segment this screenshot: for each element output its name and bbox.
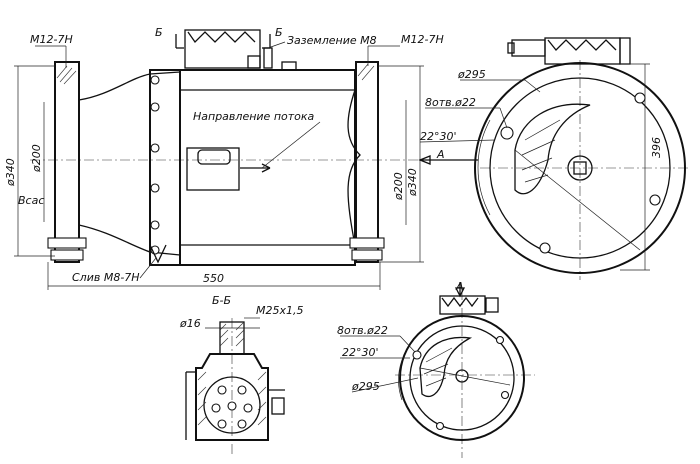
label-holes-bottom: 8отв.ø22 — [337, 324, 388, 337]
right-thread-hatch — [357, 63, 375, 81]
label-thread-left: M12-7H — [30, 33, 73, 46]
impeller — [514, 103, 591, 195]
label-angle-top: 22°30' — [420, 130, 457, 143]
nameplate-frame — [186, 147, 240, 191]
label-dia-200-left: ø200 — [30, 144, 43, 173]
label-flow-direction: Направление потока — [193, 110, 315, 123]
label-angle-bottom: 22°30' — [342, 346, 379, 359]
body-right-contour — [347, 89, 361, 246]
end-view-outer-circle — [474, 62, 686, 274]
center-flange-bolts — [150, 75, 160, 255]
right-flange-bolt — [349, 237, 385, 249]
center-flange — [149, 69, 181, 266]
label-suction: Всас — [18, 194, 44, 207]
label-section-mark-left: Б — [155, 26, 163, 39]
label-thread-right: M12-7H — [401, 33, 444, 46]
label-drain: Слив M8-7H — [72, 271, 140, 284]
view-a-shaft-hub — [455, 369, 469, 383]
label-grounding: Заземление M8 — [287, 34, 377, 47]
view-a-impeller — [419, 336, 473, 398]
right-flange-bolt — [351, 249, 383, 261]
end-view-top: ø295 8отв.ø22 22°30' 396 — [419, 37, 690, 280]
label-dia-340-right: ø340 — [406, 168, 419, 197]
section-body-hatch — [197, 371, 267, 426]
view-a-outer-circle — [399, 315, 525, 441]
side-view: M12-7H M12-7H Б Б Заземление M8 Направле… — [4, 26, 478, 290]
label-section-mark-right: Б — [275, 26, 283, 39]
section-terminals — [211, 385, 253, 429]
left-flange-bolt — [47, 237, 87, 249]
label-dia-16: ø16 — [179, 317, 201, 330]
left-flange-bolt — [50, 249, 84, 261]
body-top-left-contour — [78, 71, 181, 101]
label-thread-m25: M25x1,5 — [256, 304, 304, 317]
label-length-550: 550 — [203, 272, 224, 285]
end-view-connector — [507, 37, 631, 65]
label-dia-340-left: ø340 — [4, 158, 17, 187]
label-holes-top: 8отв.ø22 — [425, 96, 476, 109]
label-height-396: 396 — [650, 137, 663, 158]
end-view-bolt-holes — [500, 92, 661, 254]
left-thread-hatch — [56, 65, 77, 85]
left-flange — [54, 61, 80, 263]
ground-stud — [263, 47, 273, 69]
end-view-bolt-circle — [489, 77, 671, 259]
label-section-title: Б-Б — [212, 294, 231, 307]
label-view-a: A — [455, 280, 464, 293]
section-b-b: Б-Б ø16 M25x1,5 — [179, 294, 304, 455]
body-bottom-left-contour — [78, 224, 181, 256]
label-dia-295-bottom: ø295 — [351, 380, 380, 393]
view-a-bolt-circle — [409, 325, 515, 431]
section-body — [195, 353, 269, 441]
view-a-connector — [439, 295, 499, 315]
right-flange — [355, 61, 379, 263]
section-neck-hatch — [219, 321, 245, 347]
nameplate — [197, 149, 231, 165]
label-dia-295-top: ø295 — [457, 68, 486, 81]
view-a-bolt-holes — [412, 335, 510, 431]
view-a: A 8отв.ø22 22°30' ø295 — [337, 280, 535, 458]
shaft-hub — [567, 155, 593, 181]
drain-plug — [149, 244, 167, 264]
section-terminal-board — [203, 376, 261, 434]
label-dia-200-right: ø200 — [392, 172, 405, 201]
section-side-boss — [271, 397, 285, 415]
label-view-a-arrow: A — [436, 148, 445, 161]
dimension-lines — [14, 34, 478, 290]
